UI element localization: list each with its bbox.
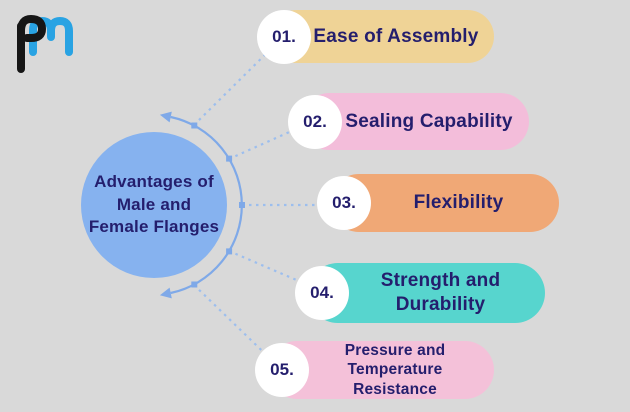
- connector-node-1: [191, 122, 198, 129]
- arrow-bottom-icon: [159, 287, 172, 299]
- item-title: Flexibility: [413, 192, 504, 214]
- logo-p-letter: [17, 15, 46, 73]
- advantage-pill-3: 03. Flexibility: [317, 174, 559, 232]
- pm-logo: [17, 15, 73, 73]
- item-number-badge: 02.: [288, 94, 342, 149]
- advantage-pill-4: 04. Strength and Durability: [295, 263, 545, 323]
- central-topic-circle: Advantages of Male and Female Flanges: [81, 132, 227, 278]
- item-number-badge: 04.: [295, 266, 349, 320]
- item-title: Pressure and Temperature Resistance: [344, 341, 446, 398]
- central-title-line-2: Male and: [116, 194, 192, 214]
- central-title-line-1: Advantages of: [94, 172, 214, 192]
- item-number-badge: 03.: [317, 176, 371, 230]
- item-number-badge: 05.: [255, 343, 309, 397]
- connector-node-5: [191, 281, 198, 288]
- advantage-pill-5: 05. Pressure and Temperature Resistance: [255, 341, 494, 399]
- item-title: Strength and Durability: [380, 270, 501, 315]
- item-number-badge: 01.: [257, 9, 311, 64]
- connector-node-4: [226, 248, 233, 255]
- central-title-line-3: Female Flanges: [88, 217, 220, 237]
- item-title: Ease of Assembly: [313, 25, 479, 47]
- item-title: Sealing Capability: [345, 110, 513, 132]
- central-topic-title: Advantages of Male and Female Flanges: [89, 171, 219, 238]
- advantage-pill-1: 01. Ease of Assembly: [257, 9, 494, 64]
- arrow-top-icon: [159, 111, 172, 123]
- connector-node-3: [239, 202, 245, 208]
- advantage-pill-2: 02. Sealing Capability: [288, 93, 529, 150]
- connector-node-2: [226, 155, 233, 162]
